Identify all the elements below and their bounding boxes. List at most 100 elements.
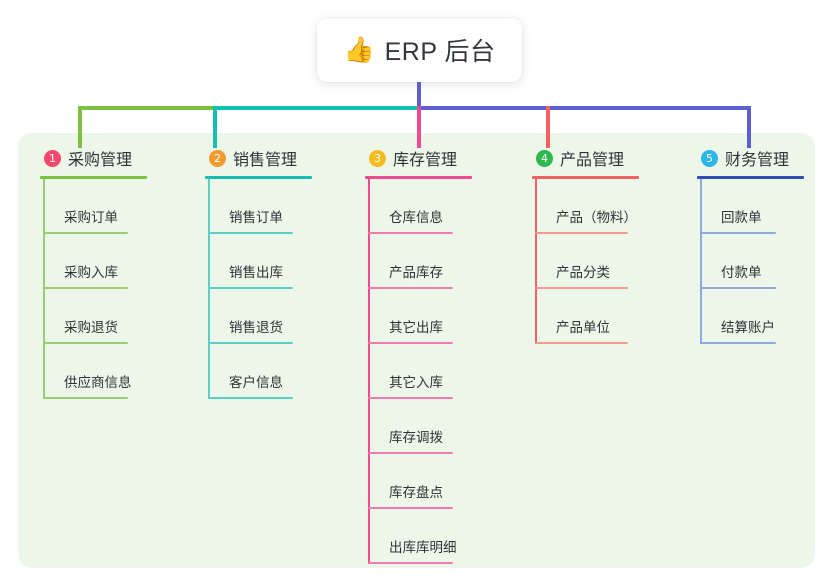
root-trunk-connector [417, 82, 421, 108]
leaf-item[interactable]: 客户信息 [205, 344, 312, 399]
leaf-item[interactable]: 回款单 [697, 179, 804, 234]
drop-inventory [417, 106, 421, 148]
leaf-item-rule [43, 342, 128, 344]
leaf-item-label: 采购订单 [64, 210, 118, 225]
column-header-product-management[interactable]: 4 产品管理 [532, 146, 639, 170]
leaf-item-rule [208, 232, 293, 234]
column-number-badge-4: 4 [536, 149, 553, 167]
column-title-product-management: 产品管理 [560, 152, 625, 169]
leaf-item[interactable]: 产品（物料） [532, 179, 639, 234]
leaf-spine-product-management [535, 179, 537, 344]
leaf-item[interactable]: 其它出库 [365, 289, 472, 344]
leaf-item-rule [700, 287, 776, 289]
leaf-item-rule [700, 232, 776, 234]
leaf-item-label: 销售出库 [229, 265, 283, 280]
leaf-item-label: 采购退货 [64, 320, 118, 335]
column-header-rule-inventory-management [365, 176, 472, 179]
leaf-spine-purchase-management [43, 179, 45, 399]
leaf-item-rule [368, 452, 453, 454]
leaf-item-rule [368, 342, 453, 344]
column-number-badge-5: 5 [701, 149, 718, 167]
leaf-item-label: 其它出库 [389, 320, 443, 335]
leaf-list-finance-management: 回款单付款单结算账户 [697, 179, 804, 344]
leaf-item-label: 结算账户 [721, 320, 775, 335]
leaf-item[interactable]: 产品单位 [532, 289, 639, 344]
leaf-item-label: 库存调拨 [389, 430, 443, 445]
column-header-rule-purchase-management [40, 176, 147, 179]
leaf-item-rule [368, 507, 453, 509]
leaf-item-label: 销售订单 [229, 210, 283, 225]
drop-finance [747, 106, 751, 148]
leaf-item[interactable]: 付款单 [697, 234, 804, 289]
drop-purchase [78, 106, 82, 148]
column-number-badge-3: 3 [369, 149, 386, 167]
leaf-item-label: 出库库明细 [389, 540, 457, 555]
leaf-item-label: 产品（物料） [556, 210, 637, 225]
leaf-item-label: 产品单位 [556, 320, 610, 335]
column-header-inventory-management[interactable]: 3 库存管理 [365, 146, 472, 170]
leaf-item-rule [43, 397, 128, 399]
leaf-item-label: 采购入库 [64, 265, 118, 280]
leaf-item[interactable]: 库存盘点 [365, 454, 472, 509]
leaf-item[interactable]: 结算账户 [697, 289, 804, 344]
thumbs-up-icon: 👍 [343, 35, 375, 64]
leaf-item-label: 仓库信息 [389, 210, 443, 225]
leaf-list-purchase-management: 采购订单采购入库采购退货供应商信息 [40, 179, 147, 399]
segment-blue [419, 106, 751, 110]
leaf-spine-inventory-management [368, 179, 370, 564]
leaf-item-rule [368, 562, 453, 564]
leaf-item-rule [208, 287, 293, 289]
column-title-inventory-management: 库存管理 [393, 152, 458, 169]
column-title-sales-management: 销售管理 [233, 152, 298, 169]
leaf-item-rule [535, 342, 628, 344]
column-title-finance-management: 财务管理 [725, 152, 790, 169]
leaf-item-label: 供应商信息 [64, 375, 132, 390]
leaf-item-label: 产品库存 [389, 265, 443, 280]
column-header-sales-management[interactable]: 2 销售管理 [205, 146, 312, 170]
column-finance-management: 5 财务管理回款单付款单结算账户 [697, 146, 804, 344]
column-header-rule-product-management [532, 176, 639, 179]
leaf-item[interactable]: 采购入库 [40, 234, 147, 289]
segment-teal [213, 106, 419, 110]
leaf-item-label: 客户信息 [229, 375, 283, 390]
column-header-rule-finance-management [697, 176, 804, 179]
leaf-list-product-management: 产品（物料） 产品分类产品单位 [532, 179, 639, 344]
diagram-background-panel [18, 133, 815, 568]
leaf-item-rule [535, 232, 628, 234]
column-product-management: 4 产品管理产品（物料） 产品分类产品单位 [532, 146, 639, 344]
column-number-badge-2: 2 [209, 149, 226, 167]
column-number-badge-1: 1 [44, 149, 61, 167]
leaf-item-label: 付款单 [721, 265, 762, 280]
leaf-item[interactable]: 采购订单 [40, 179, 147, 234]
leaf-item[interactable]: 销售退货 [205, 289, 312, 344]
leaf-list-inventory-management: 仓库信息产品库存其它出库其它入库库存调拨库存盘点出库库明细 [365, 179, 472, 564]
root-node-erp-backend[interactable]: 👍 ERP 后台 [317, 18, 522, 82]
column-header-finance-management[interactable]: 5 财务管理 [697, 146, 804, 170]
segment-green [78, 106, 213, 110]
drop-sales [213, 106, 217, 148]
leaf-item-label: 库存盘点 [389, 485, 443, 500]
leaf-item-label: 产品分类 [556, 265, 610, 280]
leaf-spine-sales-management [208, 179, 210, 399]
leaf-item[interactable]: 采购退货 [40, 289, 147, 344]
leaf-item[interactable]: 库存调拨 [365, 399, 472, 454]
leaf-item[interactable]: 产品分类 [532, 234, 639, 289]
column-sales-management: 2 销售管理销售订单销售出库销售退货客户信息 [205, 146, 312, 399]
leaf-item[interactable]: 销售出库 [205, 234, 312, 289]
leaf-item[interactable]: 出库库明细 [365, 509, 472, 564]
leaf-spine-finance-management [700, 179, 702, 344]
leaf-item[interactable]: 仓库信息 [365, 179, 472, 234]
leaf-item[interactable]: 供应商信息 [40, 344, 147, 399]
leaf-item-rule [368, 287, 453, 289]
leaf-item[interactable]: 其它入库 [365, 344, 472, 399]
leaf-item-rule [368, 232, 453, 234]
leaf-item[interactable]: 产品库存 [365, 234, 472, 289]
column-header-rule-sales-management [205, 176, 312, 179]
leaf-list-sales-management: 销售订单销售出库销售退货客户信息 [205, 179, 312, 399]
leaf-item-rule [208, 342, 293, 344]
leaf-item-label: 回款单 [721, 210, 762, 225]
leaf-item[interactable]: 销售订单 [205, 179, 312, 234]
leaf-item-rule [43, 232, 128, 234]
